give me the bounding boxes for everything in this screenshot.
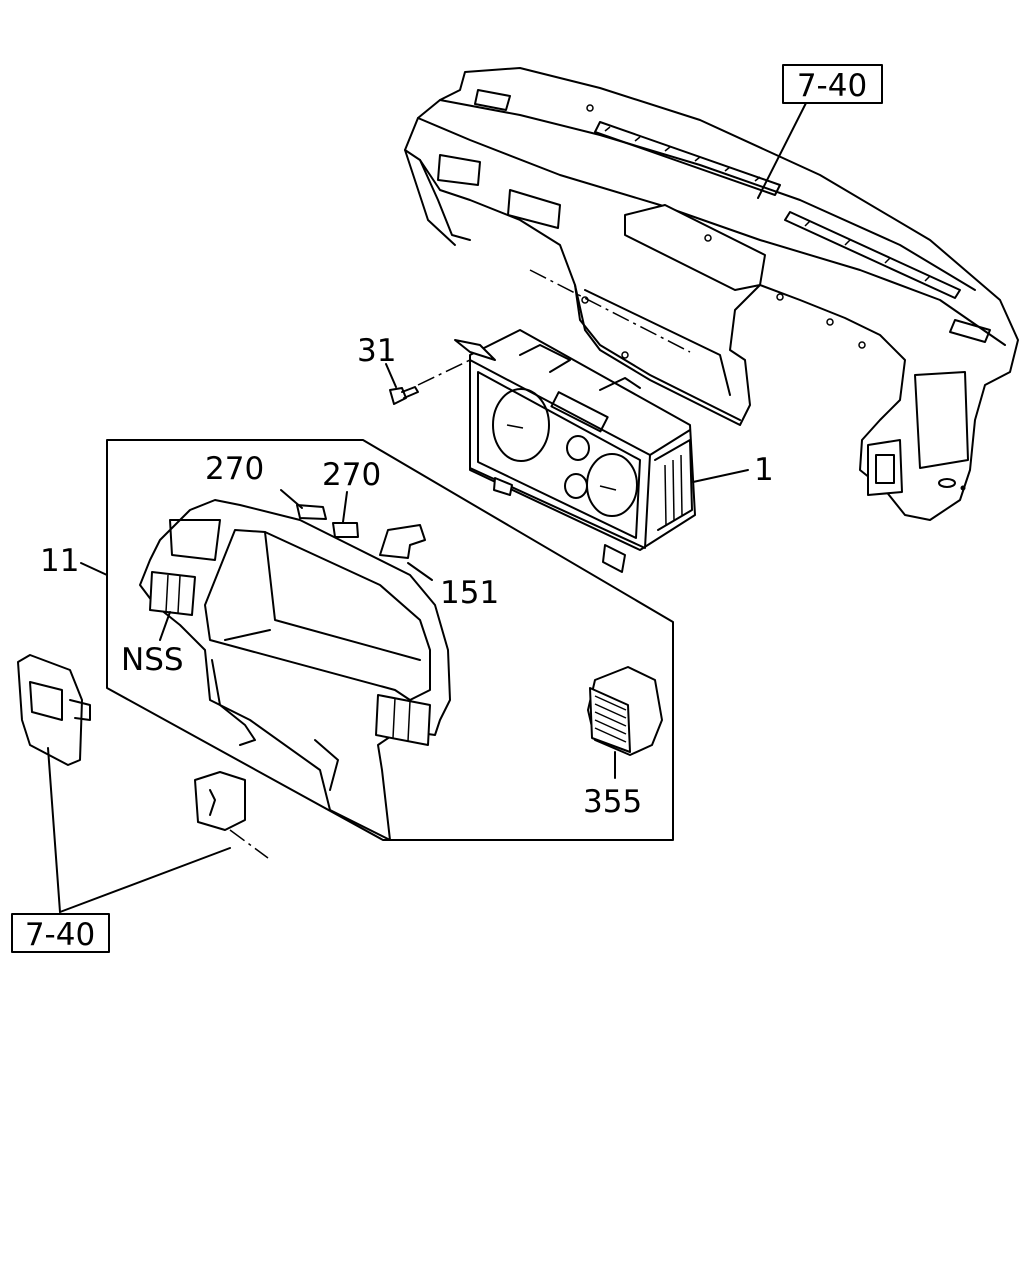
part-label-355: 355 bbox=[583, 784, 642, 820]
part-label-270-a: 270 bbox=[205, 451, 264, 487]
screw-31 bbox=[389, 359, 471, 405]
connector-switch bbox=[194, 771, 269, 859]
bracket-151 bbox=[379, 524, 426, 559]
part-label-31: 31 bbox=[357, 333, 396, 369]
clip-270-b bbox=[332, 522, 359, 538]
part-label-151: 151 bbox=[440, 575, 499, 611]
leader-lines bbox=[47, 102, 807, 913]
part-label-270-b: 270 bbox=[322, 457, 381, 493]
dashboard-panel bbox=[404, 67, 1019, 521]
ref-box-bottom[interactable]: 7-40 bbox=[11, 913, 110, 953]
instrument-cluster bbox=[454, 329, 696, 573]
part-label-11: 11 bbox=[40, 543, 79, 579]
ref-label-top: 7-40 bbox=[797, 68, 867, 104]
clip-270-a bbox=[296, 504, 327, 520]
switch-panel-left bbox=[17, 654, 91, 766]
ref-box-top[interactable]: 7-40 bbox=[782, 64, 883, 104]
ref-label-bottom: 7-40 bbox=[25, 917, 95, 953]
cluster-bezel bbox=[139, 499, 451, 841]
trim-group-box bbox=[106, 439, 674, 841]
vent-355 bbox=[587, 666, 663, 756]
part-label-nss: NSS bbox=[121, 642, 184, 678]
part-label-1: 1 bbox=[754, 452, 774, 488]
